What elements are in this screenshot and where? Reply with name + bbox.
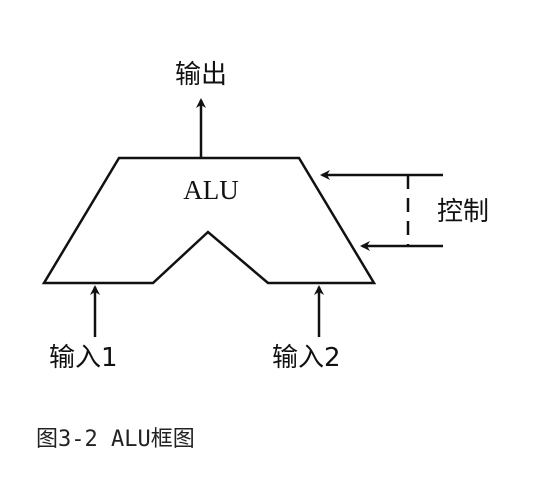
- figure-caption: 图3-2 ALU框图: [36, 427, 195, 452]
- alu-block-outline: [41, 156, 377, 285]
- input2-label: 输入2: [272, 343, 341, 373]
- input1-label: 输入1: [49, 343, 118, 373]
- output-label: 输出: [175, 60, 227, 90]
- alu-label: ALU: [183, 175, 239, 205]
- control-label: 控制: [437, 197, 489, 227]
